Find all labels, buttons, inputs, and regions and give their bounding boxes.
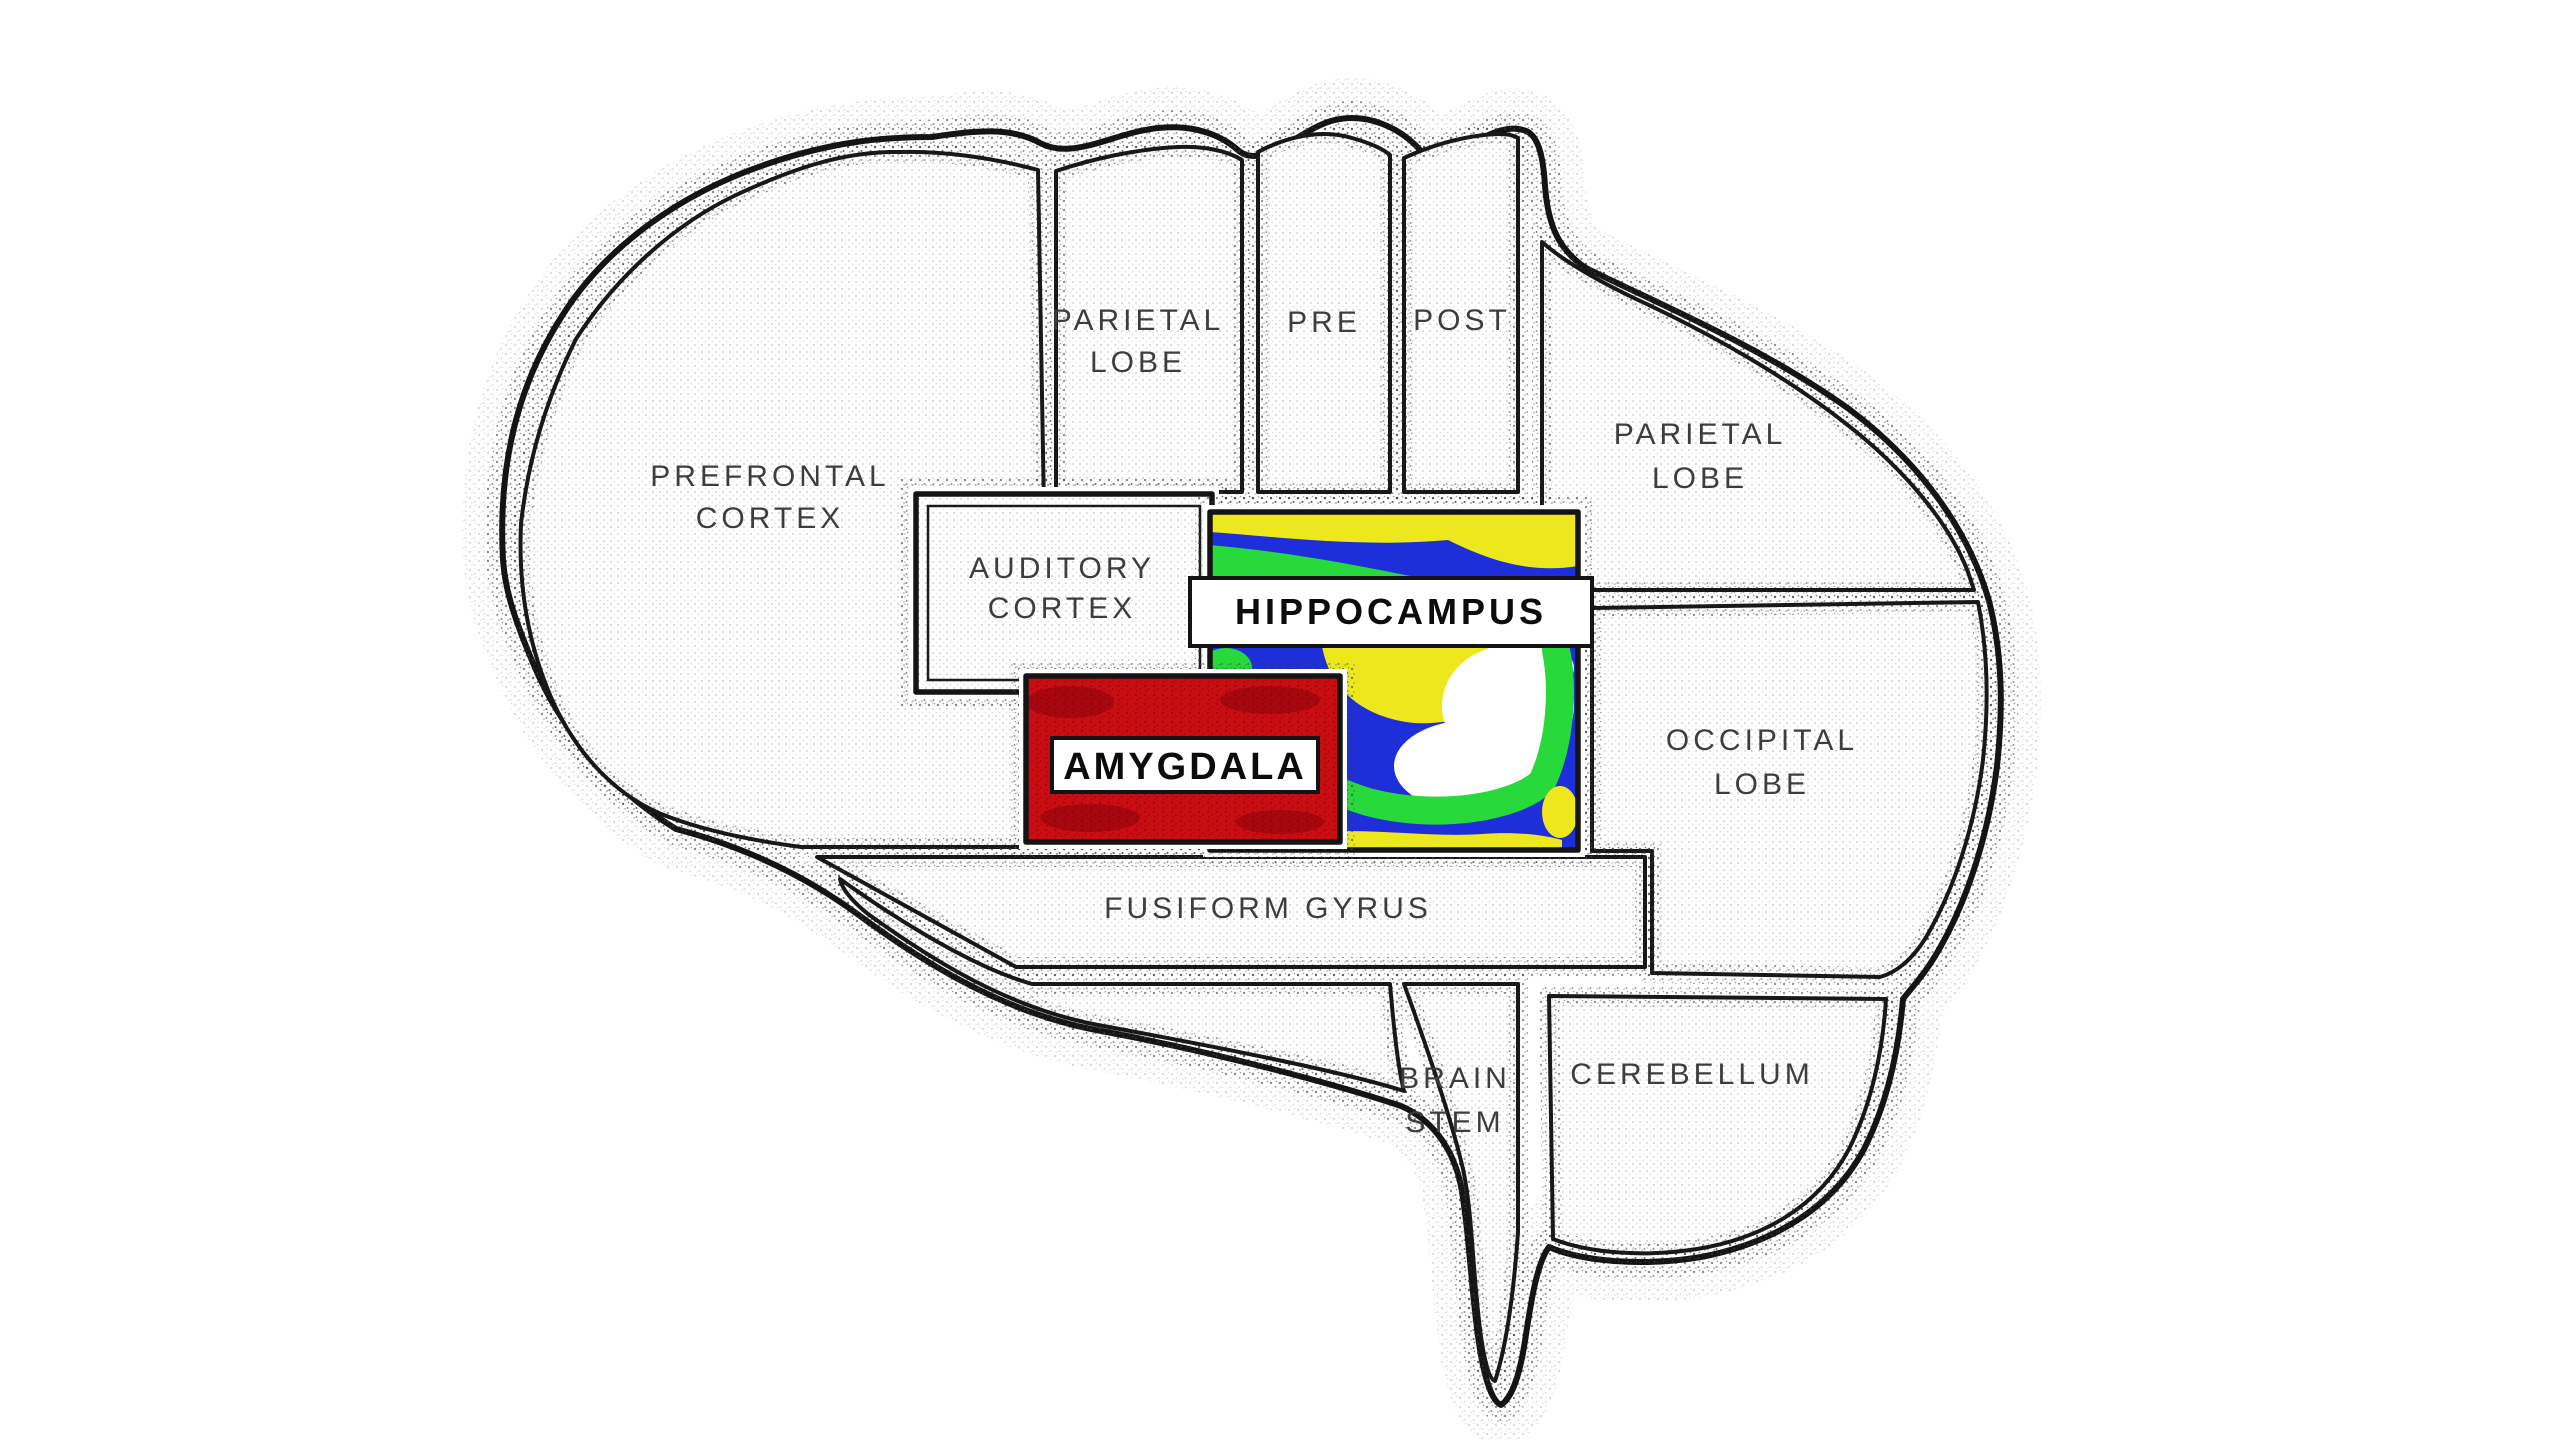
label-prefrontal-cortex-2: CORTEX — [696, 502, 844, 535]
label-parietal-right-1: PARIETAL — [1614, 418, 1787, 451]
label-hippocampus: HIPPOCAMPUS — [1235, 591, 1547, 632]
label-parietal-left-1: PARIETAL — [1052, 304, 1225, 337]
label-auditory-cortex-1: AUDITORY — [969, 552, 1155, 585]
amygdala-box: AMYGDALA — [1011, 661, 1355, 857]
amygdala-label-band — [1050, 736, 1320, 794]
label-precentral: PRE — [1287, 306, 1361, 339]
label-brain-stem-2: STEM — [1405, 1106, 1504, 1139]
label-auditory-cortex-2: CORTEX — [988, 592, 1136, 625]
label-prefrontal-cortex-1: PREFRONTAL — [650, 460, 889, 493]
label-postcentral: POST — [1413, 304, 1511, 337]
label-brain-stem-1: BRAIN — [1399, 1062, 1511, 1095]
label-parietal-left-2: LOBE — [1090, 346, 1186, 379]
auditory-cortex-box: AUDITORY CORTEX — [901, 479, 1227, 707]
label-amygdala: AMYGDALA — [1063, 746, 1307, 788]
label-parietal-right-2: LOBE — [1652, 462, 1748, 495]
label-cerebellum: CEREBELLUM — [1570, 1058, 1813, 1091]
hippocampus-label-band — [1188, 576, 1594, 648]
label-fusiform-gyrus: FUSIFORM GYRUS — [1104, 892, 1432, 925]
label-occipital-2: LOBE — [1714, 768, 1810, 801]
label-occipital-1: OCCIPITAL — [1666, 724, 1858, 757]
